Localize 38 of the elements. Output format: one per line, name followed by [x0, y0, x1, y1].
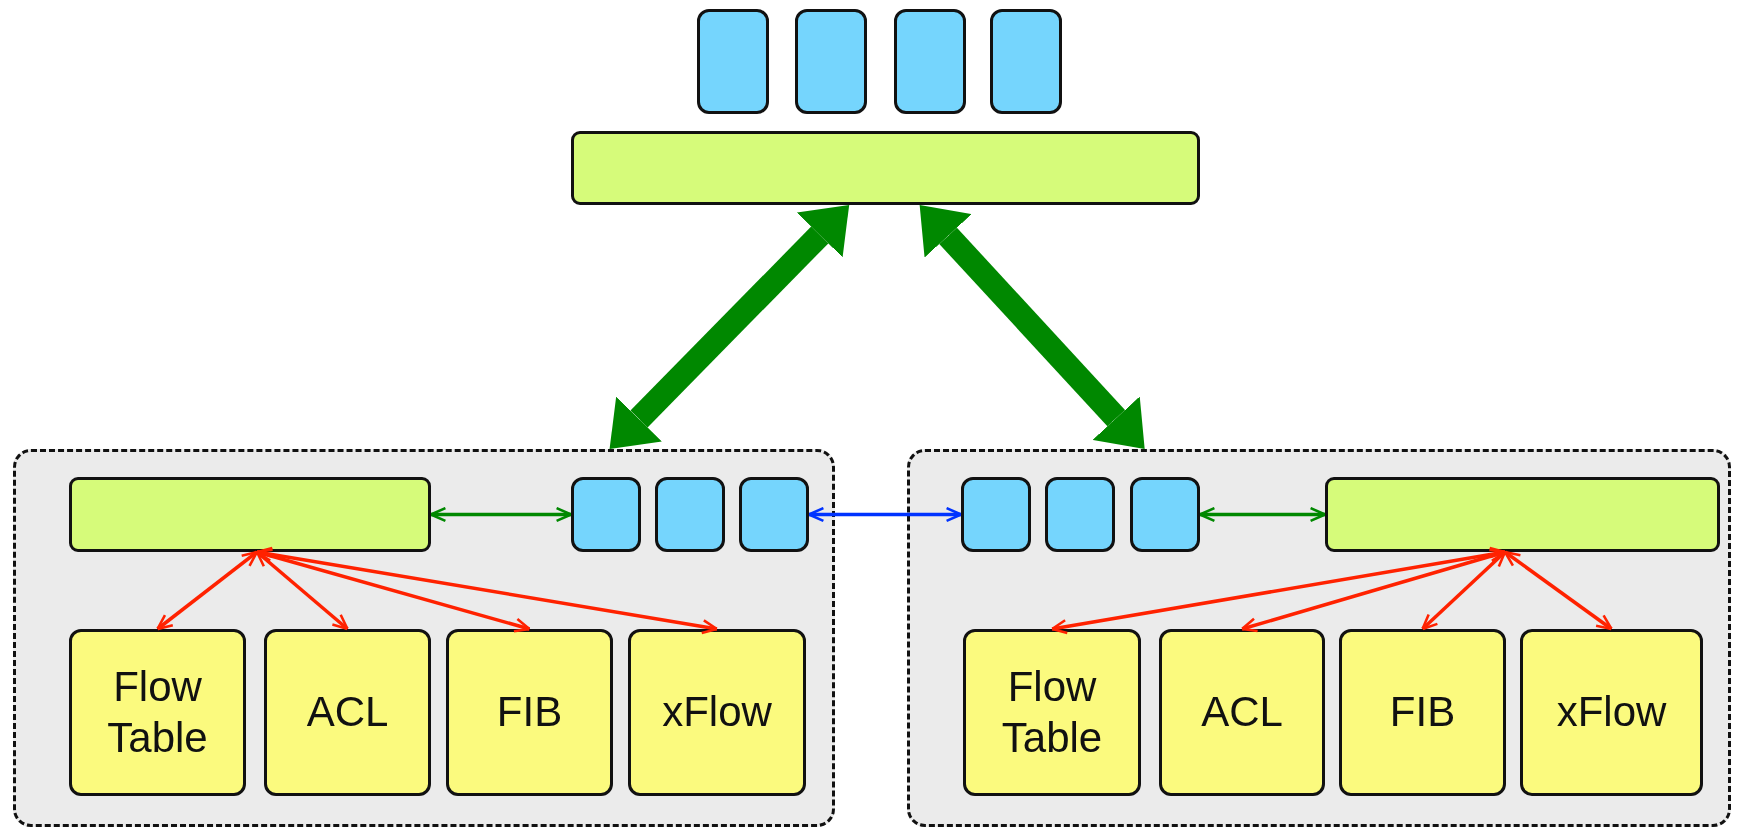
empty-box	[697, 9, 769, 114]
empty-box	[655, 477, 725, 552]
arrow	[807, 506, 963, 523]
box-label: Flow Table	[106, 662, 209, 763]
arrow	[1198, 506, 1327, 523]
empty-box	[739, 477, 809, 552]
arrow	[156, 550, 259, 631]
table-box	[628, 629, 806, 796]
table-box	[69, 629, 246, 796]
empty-box	[1045, 477, 1115, 552]
dashed-container	[13, 449, 835, 827]
empty-box	[795, 9, 867, 114]
box-label: ACL	[1200, 687, 1284, 738]
double-arrow	[609, 205, 850, 449]
table-box	[963, 629, 1141, 796]
arrow	[429, 506, 573, 523]
table-box	[264, 629, 431, 796]
bar-box	[69, 477, 431, 552]
box-label: ACL	[305, 687, 390, 738]
double-arrow	[919, 205, 1145, 449]
box-label: xFlow	[1555, 687, 1668, 738]
table-box	[1339, 629, 1506, 796]
table-box	[1520, 629, 1703, 796]
dashed-container	[907, 449, 1731, 827]
empty-box	[894, 9, 966, 114]
bar-box	[571, 131, 1200, 205]
empty-box	[961, 477, 1031, 552]
empty-box	[990, 9, 1062, 114]
empty-box	[1130, 477, 1200, 552]
box-label: xFlow	[661, 687, 773, 738]
table-box	[1159, 629, 1325, 796]
box-label: FIB	[1388, 687, 1457, 738]
box-label: Flow Table	[1000, 662, 1104, 763]
table-box	[446, 629, 613, 796]
arrow	[1503, 550, 1613, 631]
empty-box	[571, 477, 641, 552]
bar-box	[1325, 477, 1720, 552]
box-label: FIB	[495, 687, 564, 738]
